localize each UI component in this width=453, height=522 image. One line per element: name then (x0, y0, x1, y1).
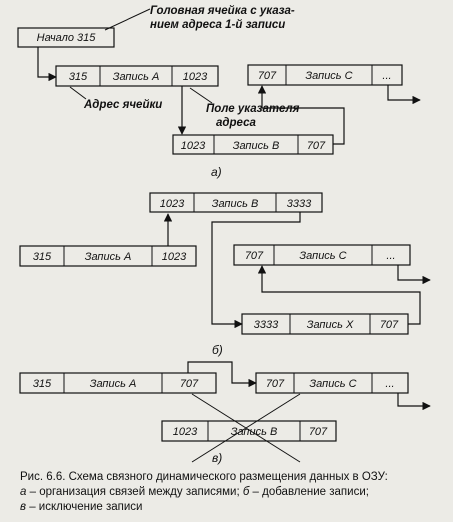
b-b-to-x-arrow (211, 212, 301, 329)
cell-address-leader (69, 86, 87, 100)
svg-text:...: ... (386, 250, 395, 262)
b-record-b: 1023 Запись В 3333 (149, 192, 323, 213)
svg-text:707: 707 (307, 140, 326, 152)
a-c-next-arrow (387, 85, 421, 105)
svg-text:Запись С: Запись С (309, 378, 356, 390)
svg-text:315: 315 (69, 71, 88, 83)
svg-text:707: 707 (266, 378, 285, 390)
svg-text:Запись X: Запись X (307, 319, 354, 331)
panel-label-b: б) (212, 343, 223, 357)
caption-line-1: Рис. 6.6. Схема связного динамического р… (20, 471, 388, 483)
a-record-a: 315 Запись А 1023 (55, 65, 219, 87)
svg-text:Запись А: Запись А (85, 251, 132, 263)
a-record-c: 707 Запись С ... (247, 64, 403, 86)
svg-text:315: 315 (33, 378, 52, 390)
svg-text:707: 707 (245, 250, 264, 262)
svg-text:Запись А: Запись А (113, 71, 160, 83)
a-record-b: 1023 Запись В 707 (172, 134, 334, 155)
svg-text:Запись В: Запись В (231, 426, 278, 438)
b-record-c: 707 Запись С ... (233, 244, 411, 266)
svg-text:707: 707 (258, 70, 277, 82)
svg-text:1023: 1023 (183, 71, 208, 83)
pointer-field-leader (189, 87, 213, 104)
svg-text:707: 707 (309, 426, 328, 438)
head-to-a-arrow (37, 47, 57, 82)
b-c-next-arrow (397, 265, 431, 285)
svg-text:Запись В: Запись В (212, 198, 259, 210)
svg-text:315: 315 (33, 251, 52, 263)
v-cross-line-2 (191, 393, 301, 463)
svg-text:1023: 1023 (181, 140, 206, 152)
svg-text:707: 707 (380, 319, 399, 331)
svg-text:...: ... (385, 378, 394, 390)
v-record-b-deleted: 1023 Запись В 707 (161, 420, 337, 442)
svg-text:707: 707 (180, 378, 199, 390)
panel-label-v: в) (212, 451, 222, 465)
b-record-x: 3333 Запись X 707 (241, 313, 409, 335)
svg-text:1023: 1023 (173, 426, 198, 438)
v-record-a: 315 Запись А 707 (19, 372, 217, 394)
b-record-a: 315 Запись А 1023 (19, 245, 197, 267)
head-cell-text: Начало 315 (37, 32, 97, 44)
svg-text:...: ... (382, 70, 391, 82)
figure-caption: Рис. 6.6. Схема связного динамического р… (20, 470, 440, 515)
head-cell-note: Головная ячейка с указа-нием адреса 1-й … (150, 5, 295, 31)
b-x-to-c-arrow (257, 265, 421, 325)
v-a-to-c-arrow (187, 361, 257, 388)
svg-text:1023: 1023 (160, 198, 185, 210)
caption-line-2: а – организация связей между записями; б… (20, 486, 369, 498)
svg-text:Запись А: Запись А (90, 378, 137, 390)
head-cell (17, 27, 115, 48)
v-record-c: 707 Запись С ... (255, 372, 409, 394)
svg-text:Запись С: Запись С (305, 70, 352, 82)
svg-text:Запись В: Запись В (233, 140, 280, 152)
a-b-to-c-arrow (257, 85, 345, 145)
head-note-leader (104, 8, 151, 31)
svg-text:Запись С: Запись С (299, 250, 346, 262)
svg-text:3333: 3333 (254, 319, 279, 331)
label-cell-address: Адрес ячейки (83, 99, 162, 111)
panel-label-a: а) (211, 165, 222, 179)
caption-line-3: в – исключение записи (20, 501, 143, 513)
v-c-next-arrow (397, 393, 431, 411)
svg-text:3333: 3333 (287, 198, 312, 210)
svg-text:1023: 1023 (162, 251, 187, 263)
